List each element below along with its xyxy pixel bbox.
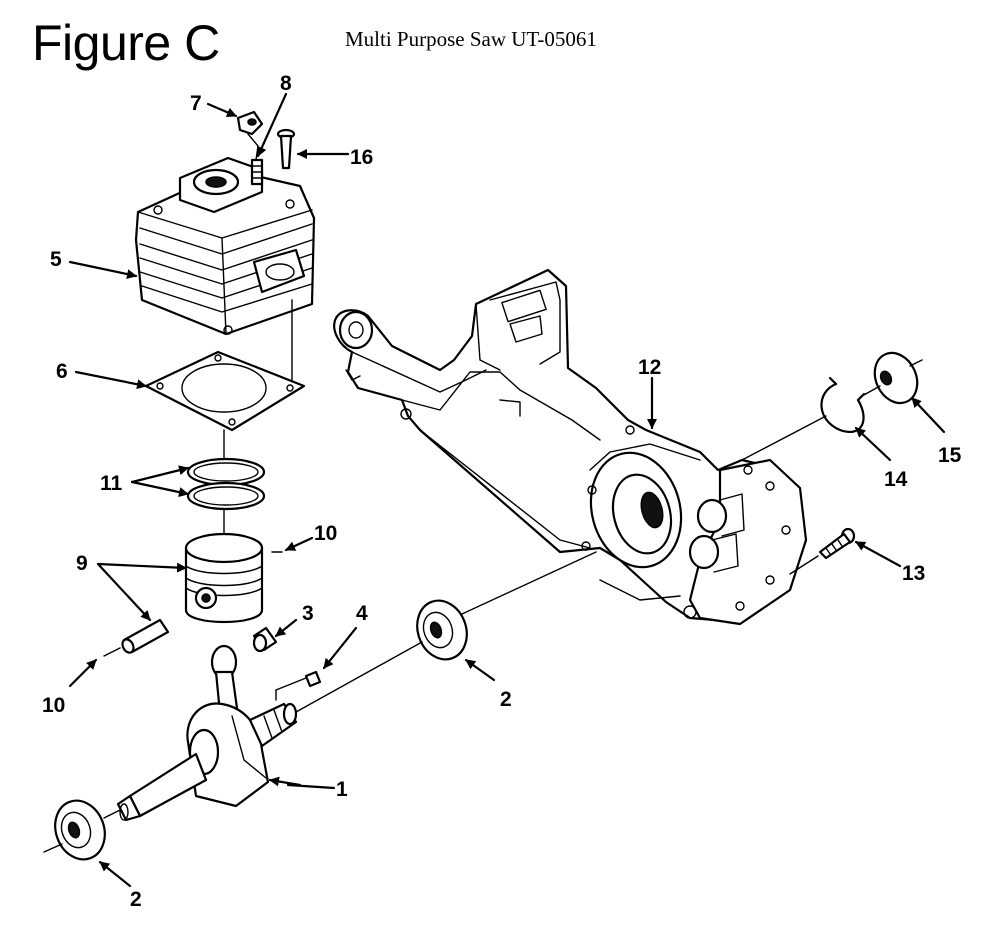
- part-16-cylinder-bolt: [276, 128, 296, 170]
- part-15-washer: [873, 351, 919, 405]
- callout-3: 3: [302, 602, 314, 625]
- callout-16: 16: [350, 146, 373, 169]
- callout-14: 14: [884, 468, 908, 491]
- part-11-piston-rings: [186, 457, 266, 511]
- assembly-lines: [43, 359, 923, 853]
- part-2-bearing-lower: [54, 799, 106, 861]
- part-14-circlip: [820, 376, 866, 433]
- part-5-cylinder: [134, 156, 316, 385]
- callout-13: 13: [902, 562, 925, 585]
- callout-labels: 1 2 2 3 4 5 6 7 8 9 10 10 11 12 13 14 15…: [42, 72, 962, 911]
- callout-11: 11: [100, 472, 123, 495]
- part-6-gasket: [144, 350, 306, 432]
- callout-4: 4: [356, 602, 368, 625]
- callout-7: 7: [190, 92, 202, 115]
- model-title: Multi Purpose Saw UT-05061: [345, 27, 597, 51]
- callout-2-upper: 2: [500, 688, 512, 711]
- callout-8: 8: [280, 72, 292, 95]
- callout-1: 1: [336, 778, 348, 801]
- callout-5: 5: [50, 248, 62, 271]
- callout-10-right: 10: [314, 522, 337, 545]
- part-1-crankshaft: [116, 644, 298, 822]
- callout-6: 6: [56, 360, 68, 383]
- callout-10-left: 10: [42, 694, 65, 717]
- callout-12: 12: [638, 356, 661, 379]
- part-12-crankcase-housing: [333, 268, 808, 626]
- part-2-bearing-upper: [416, 599, 468, 661]
- part-9-piston: [121, 532, 264, 654]
- callout-9: 9: [76, 552, 88, 575]
- leader-arrows: [68, 92, 946, 888]
- callout-2-lower: 2: [130, 888, 142, 911]
- part-13-screw: [818, 527, 856, 560]
- part-4-key: [304, 670, 322, 688]
- part-8-spark-plug: [250, 158, 264, 186]
- callout-15: 15: [938, 444, 962, 467]
- part-3-needle-bearing: [252, 626, 278, 653]
- figure-label: Figure C: [32, 15, 220, 71]
